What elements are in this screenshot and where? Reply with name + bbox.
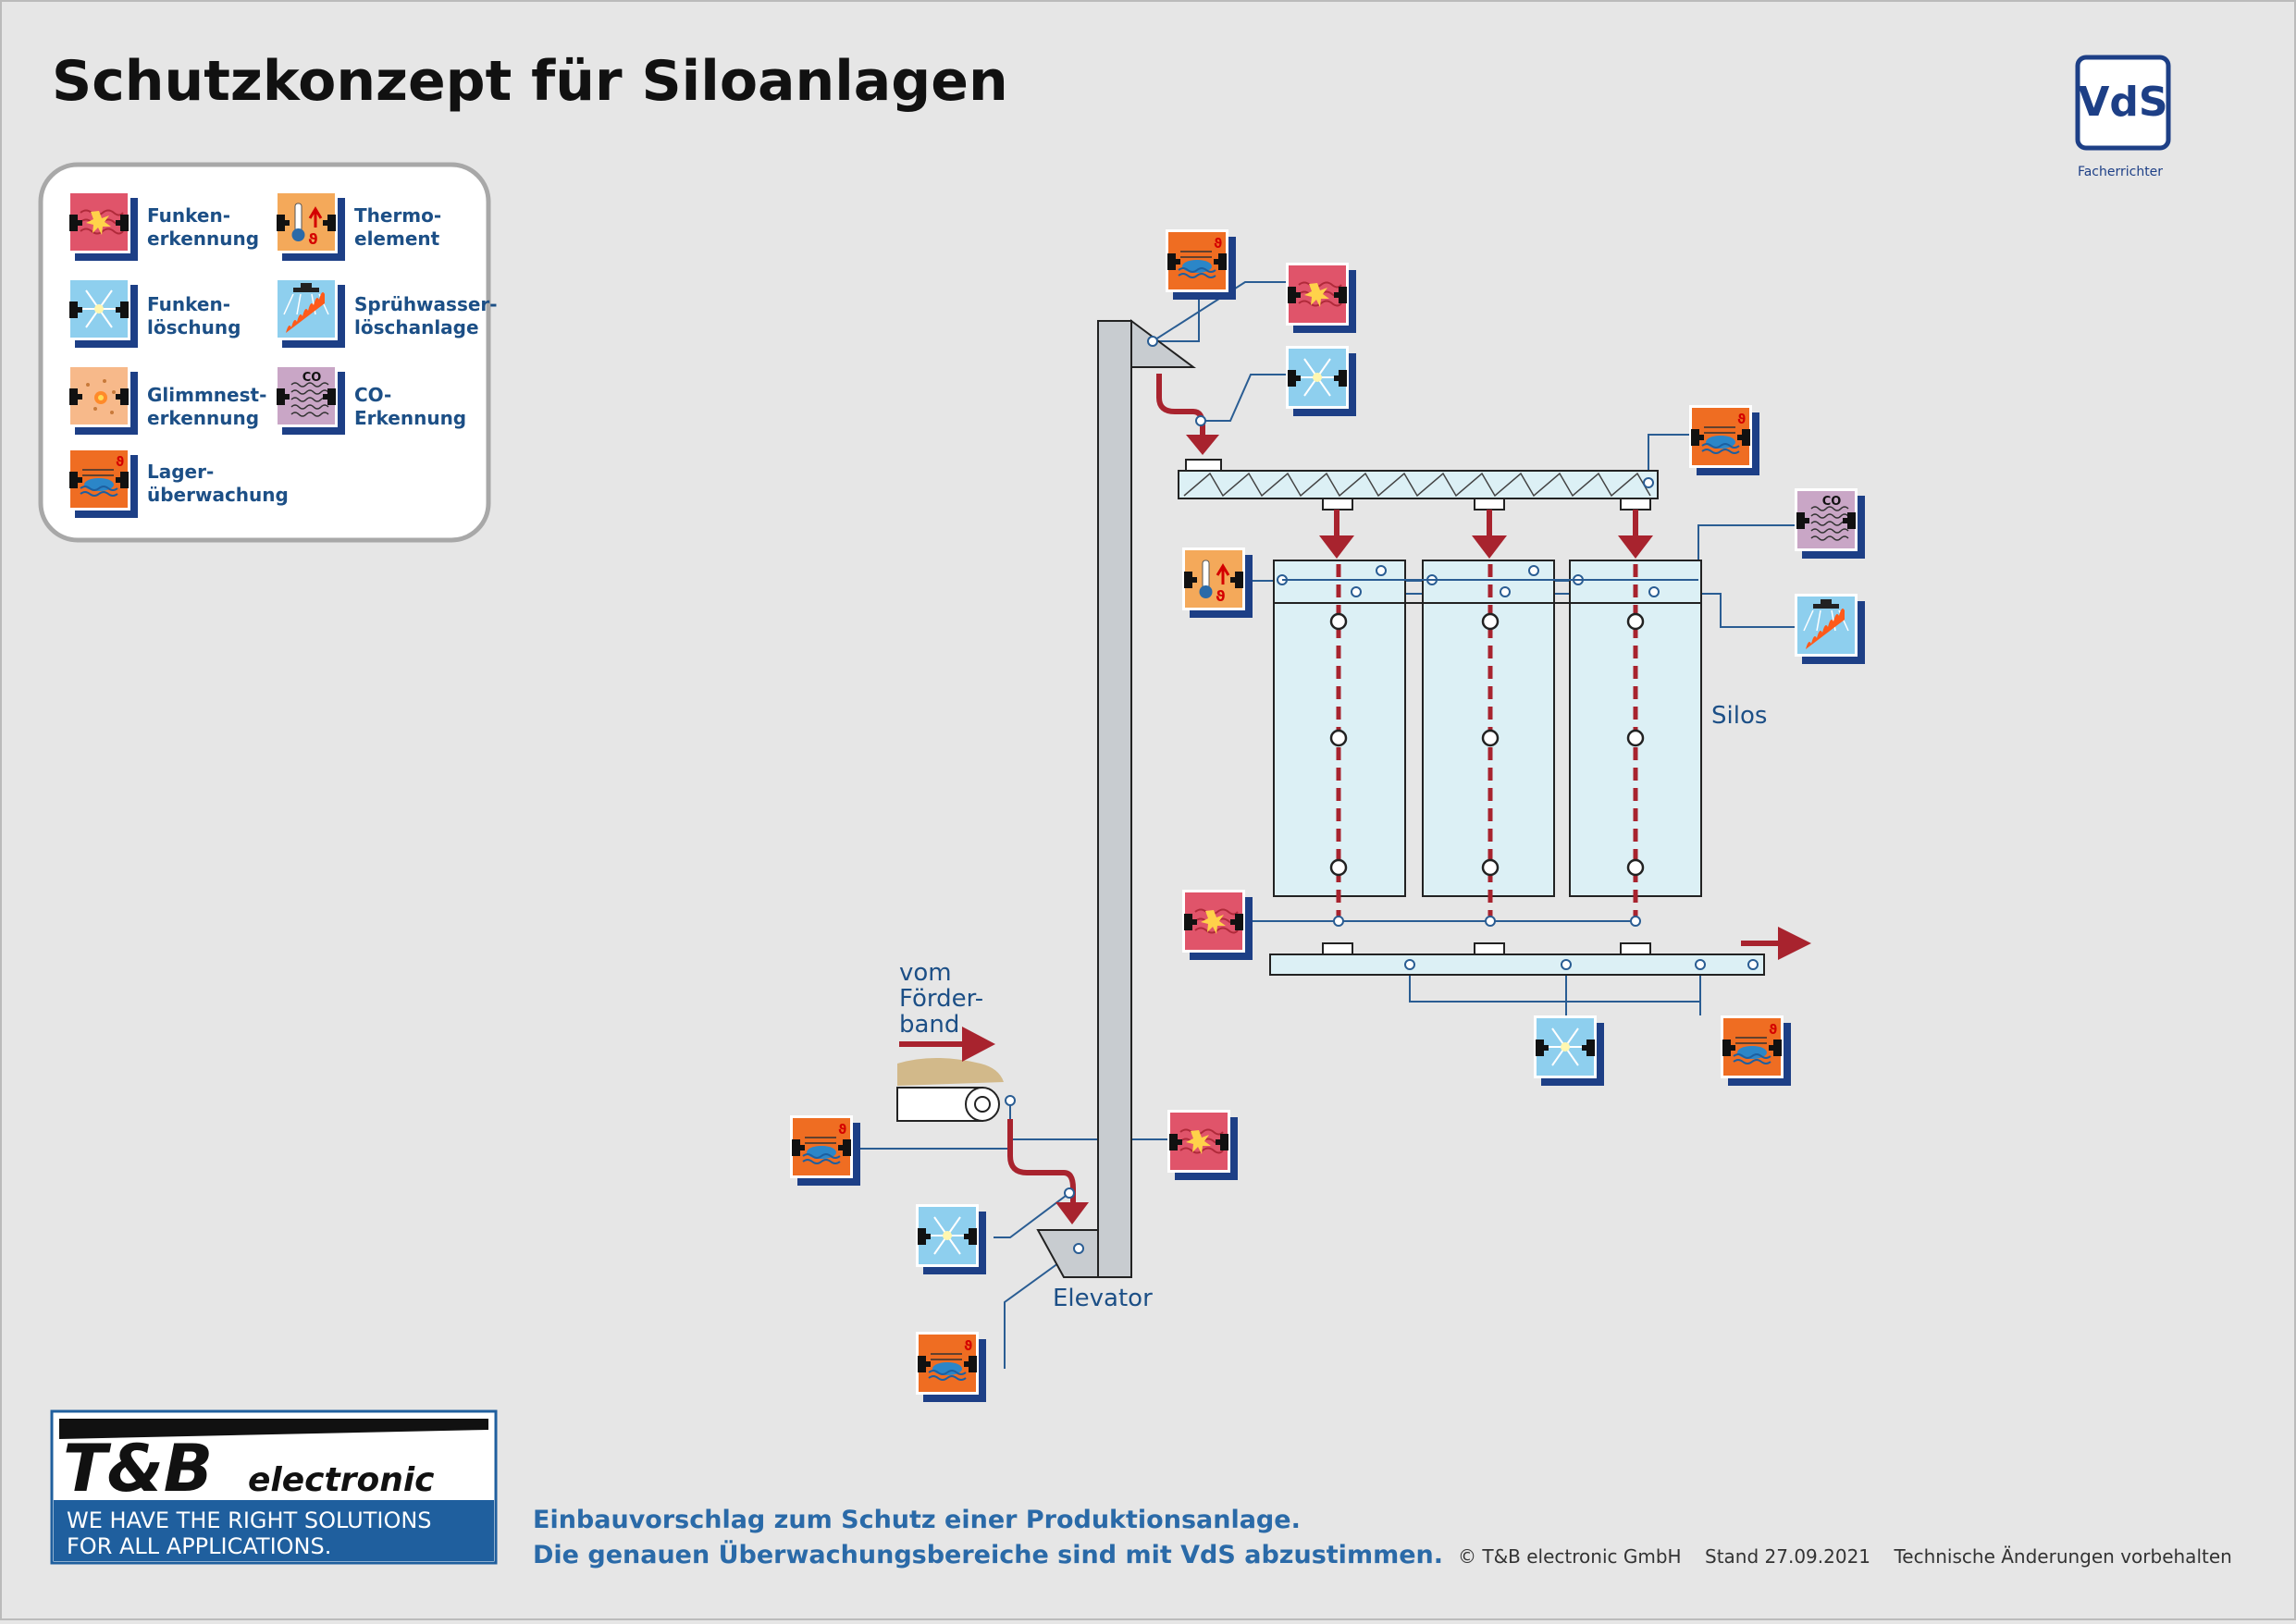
bearing-monitor-icon [790,1115,860,1186]
bearing-monitor-icon [1689,405,1759,475]
sprinkler-icon [275,277,345,348]
spark-detector-icon [1286,263,1356,333]
sensor-point [1147,336,1158,347]
company-slogan-2: FOR ALL APPLICATIONS. [67,1533,331,1559]
legend-panel [38,162,491,543]
sensor-point [1073,1243,1084,1254]
legend-label-lager-2: überwachung [147,484,289,506]
elevator-column [1097,320,1132,1278]
spark-extinguisher-icon [916,1204,986,1274]
label-conveyor-2: Förder- [899,985,983,1013]
screw-flights [1183,472,1651,498]
vds-caption: Facherrichter [2078,165,2163,179]
bearing-monitor-icon [1166,229,1236,300]
input-arrow [962,1027,995,1062]
transfer-pipe [1007,1119,1076,1202]
bearing-monitor-icon [68,448,138,518]
label-conveyor-3: band [899,1011,959,1039]
legend-label-glimmnest-1: Glimmnest- [147,384,266,406]
vds-logo-text: VdS [2078,79,2167,126]
elevator-boot [1036,1229,1099,1278]
legend-label-funkenloeschung-1: Funken- [147,293,230,315]
page-title: Schutzkonzept für Siloanlagen [52,49,1008,114]
silo-outlet [1474,942,1505,955]
thermocouple-icon [275,191,345,261]
sensor-point [1195,415,1206,426]
legend-label-glimmnest-2: erkennung [147,407,259,429]
plant-diagram: Silos vom Förder- band Elevator CO [790,229,1865,1402]
footer-note-1: Einbauvorschlag zum Schutz einer Produkt… [533,1506,1301,1534]
legend-label-funkenloeschung-2: löschung [147,316,241,338]
conveyor-outlet [1322,498,1353,511]
co-detector-icon: CO [1795,488,1865,559]
elevator-head [1130,319,1197,368]
transfer-pipe [1156,374,1205,439]
discharge-conveyor [1269,953,1765,976]
flow-arrow [1055,1202,1089,1224]
sprinkler-icon [1795,594,1865,664]
footer-copyright: © T&B electronic GmbH Stand 27.09.2021 T… [1458,1545,2232,1568]
legend-label-funkenerkennung-2: erkennung [147,228,259,250]
vds-logo [2075,55,2171,151]
co-glyph: CO [302,371,322,385]
vds-badge: VdS Facherrichter [2075,55,2171,179]
legend-label-co-1: CO- [354,384,391,406]
discharge-sensor-points [1404,959,1759,970]
silo-group [1273,560,1702,927]
company-name-suffix: electronic [248,1461,435,1499]
sensor-point [1064,1187,1075,1199]
thermocouple-icon [1182,547,1253,618]
output-arrow-shaft [1741,941,1778,946]
conveyor-outlet [1474,498,1505,511]
screw-conveyor [1178,470,1659,499]
flow-arrow [1186,435,1219,455]
spark-extinguisher-icon [68,277,138,348]
material-on-belt [897,1058,1004,1086]
footer-note-2: Die genauen Überwachungsbereiche sind mi… [533,1539,1443,1569]
company-slogan-1: WE HAVE THE RIGHT SOLUTIONS [67,1507,432,1533]
spark-detector-icon [1182,890,1253,960]
legend-label-thermoelement-1: Thermo- [354,204,441,227]
ember-detector-icon [68,364,138,435]
co-detector-icon: CO [275,364,345,435]
legend-label-thermoelement-2: element [354,228,440,250]
input-arrow-shaft [899,1041,934,1047]
spark-extinguisher-icon [1286,346,1356,416]
spark-detector-icon [1167,1110,1238,1180]
label-silos: Silos [1711,702,1767,730]
sensor-point [1005,1095,1016,1106]
legend-label-co-2: Erkennung [354,407,466,429]
bearing-monitor-icon [1721,1015,1791,1086]
legend-label-spruehwasser-2: löschanlage [354,316,479,338]
output-arrow [1778,927,1811,960]
legend-label-lager-1: Lager- [147,461,214,483]
spark-extinguisher-icon [1534,1015,1604,1086]
co-glyph: CO [1822,495,1842,509]
label-conveyor-1: vom [899,959,952,987]
legend-label-spruehwasser-1: Sprühwasser- [354,293,498,315]
silo-inlet-arrows [1319,510,1653,559]
legend: Funken- erkennung Thermo- element Funken… [38,162,498,543]
silo-outlet [1620,942,1651,955]
silo-outlet [1322,942,1353,955]
conveyor-outlet [1620,498,1651,511]
company-logo: T&B electronic WE HAVE THE RIGHT SOLUTIO… [50,1409,498,1565]
sensor-point [1643,477,1654,488]
label-elevator: Elevator [1053,1285,1153,1312]
conveyor-inlet [1185,459,1222,472]
bearing-monitor-icon [916,1332,986,1402]
company-name: T&B [63,1431,213,1507]
legend-label-funkenerkennung-1: Funken- [147,204,230,227]
probe-sensors [1329,612,1645,877]
spark-detector-icon [68,191,138,261]
